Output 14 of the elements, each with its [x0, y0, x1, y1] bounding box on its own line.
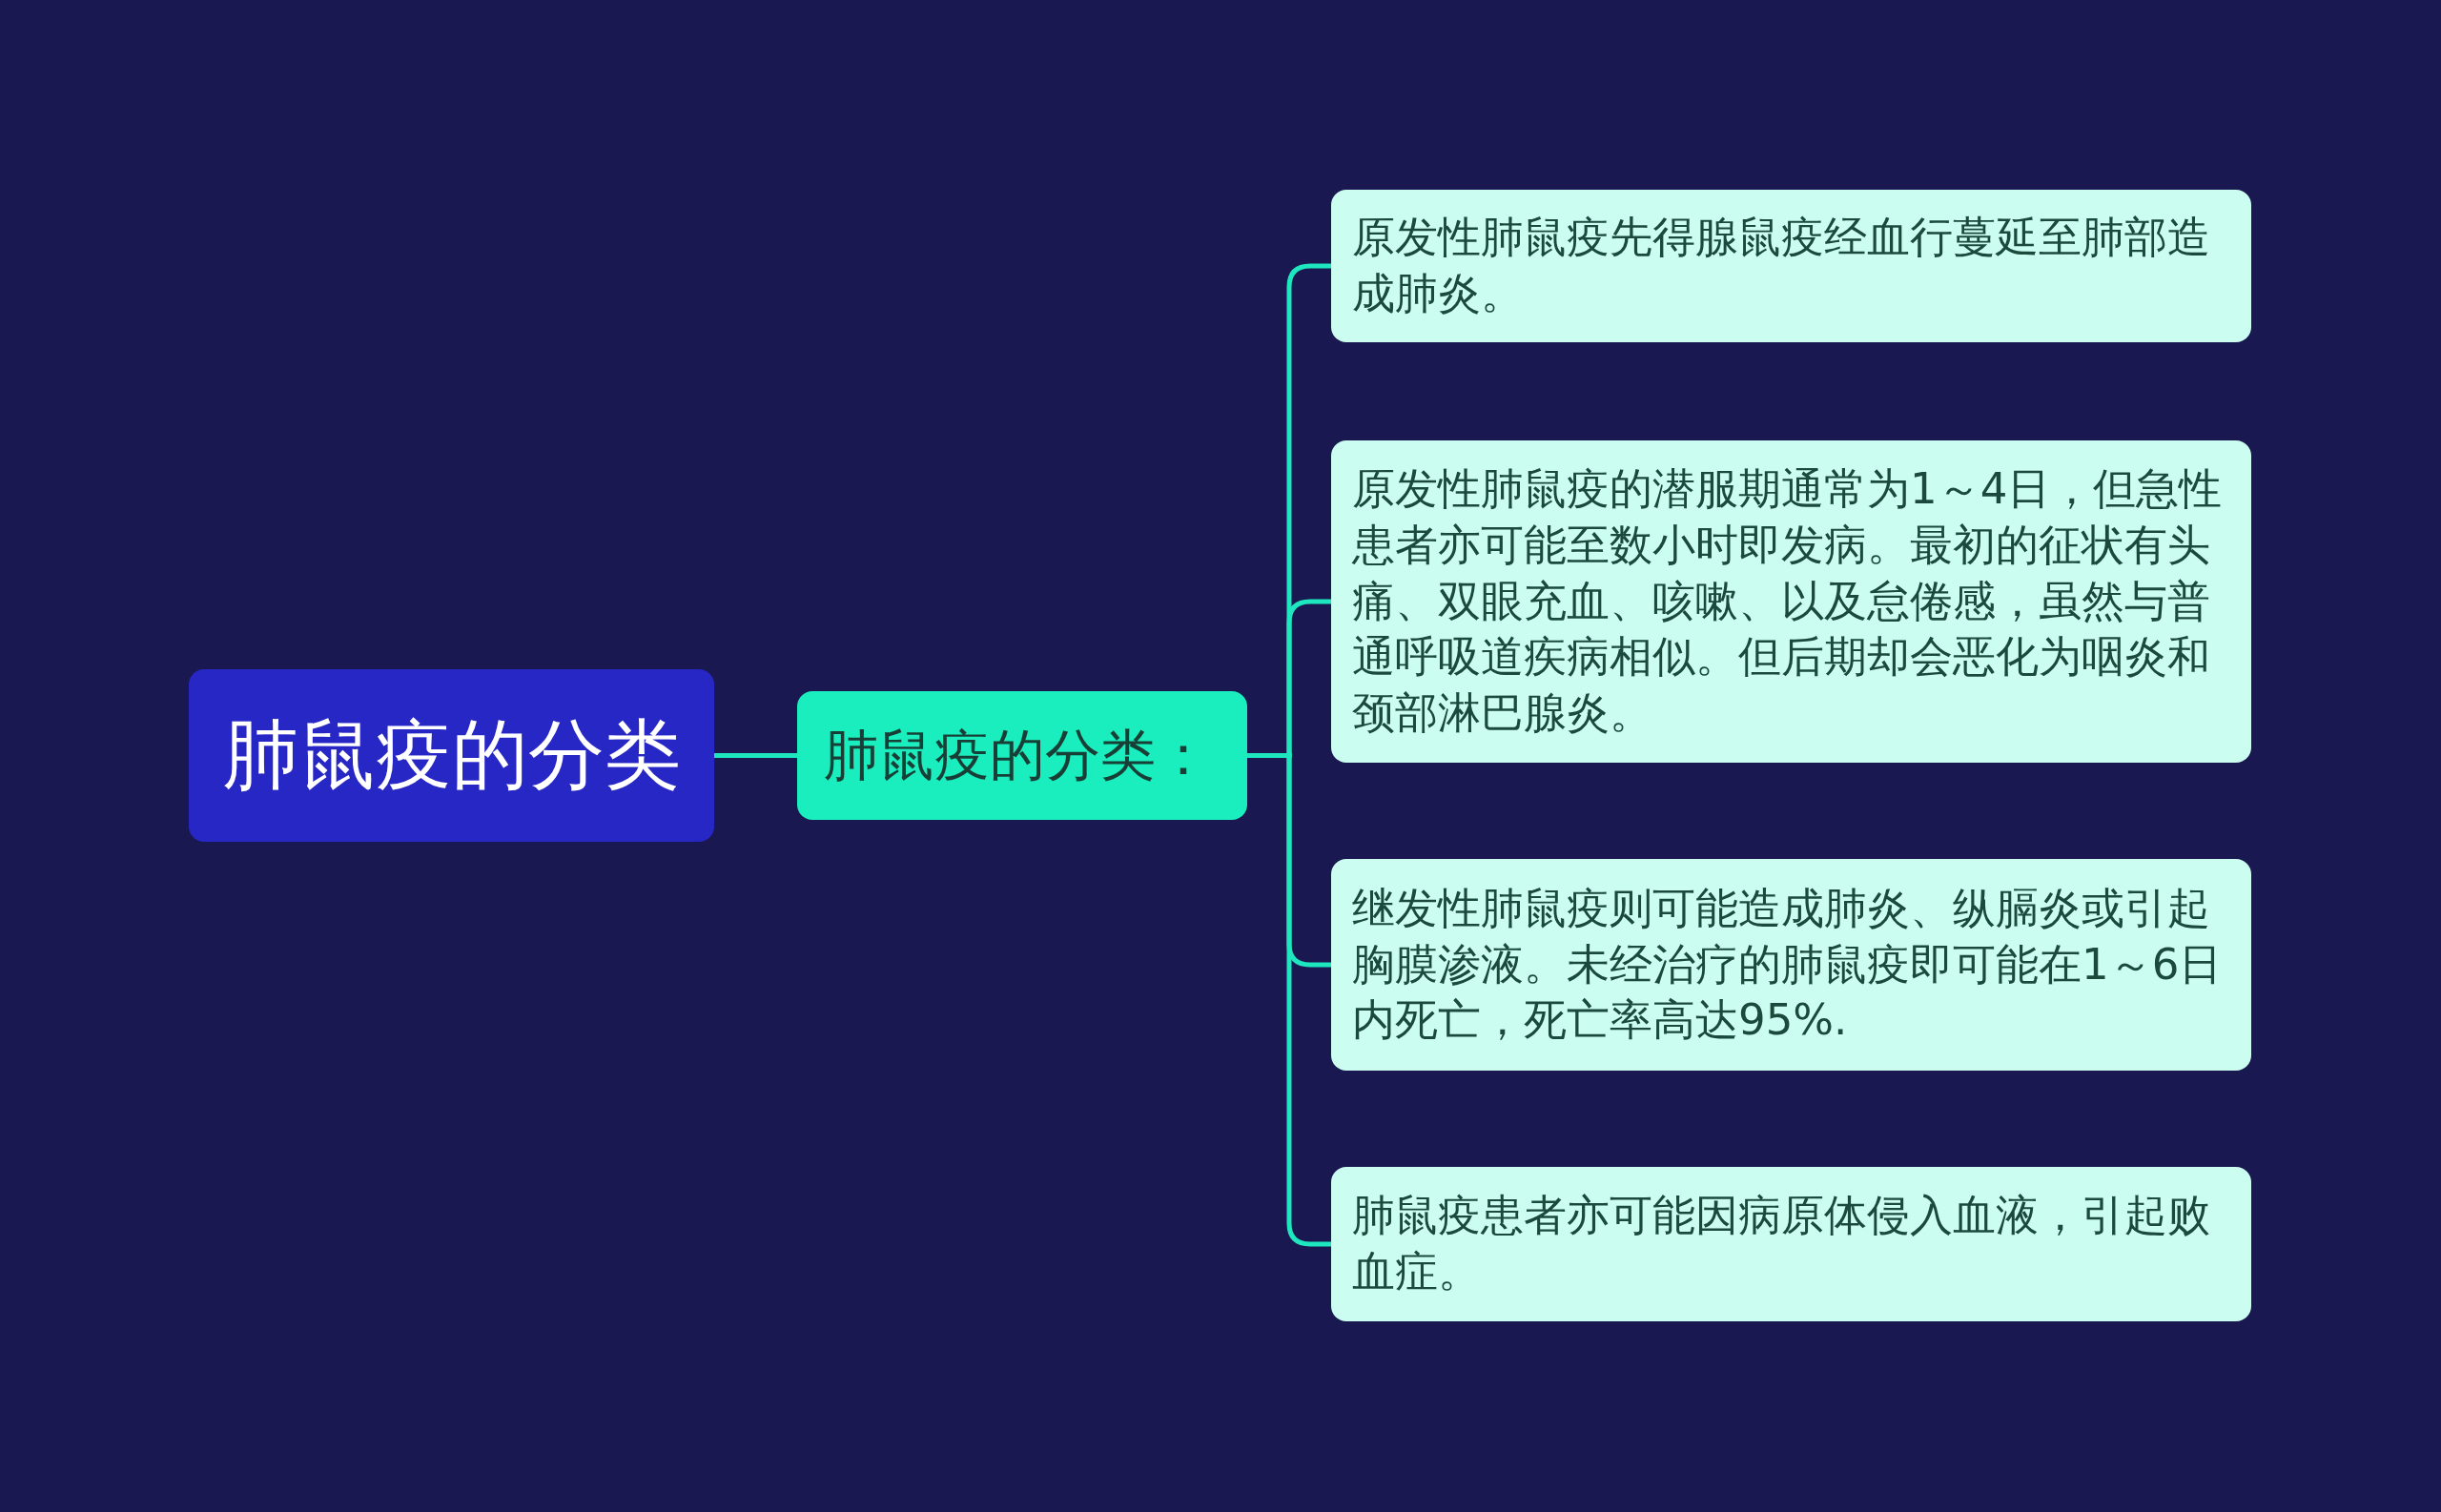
connector-line	[1247, 753, 1331, 1247]
note-box	[1331, 1167, 2251, 1321]
note-box	[1331, 440, 2251, 763]
topic-text: 原发性肺鼠疫的潜服期通常为1～4日，但急性患者亦可能至数小时即发病。最初的征状有头痛、双眼充血、咳嗽、以及怠倦感，虽然与普通呼吸道疾病相似。但后期却会恶化为咽炎和颈部淋巴腺炎。	[1352, 461, 2224, 741]
topic-text: 肺鼠疫的分类	[222, 708, 681, 801]
topic-box	[797, 691, 1247, 820]
topic-text: 肺鼠疫的分类：	[824, 721, 1211, 789]
topic-text: 原发性肺鼠疫先得腺鼠疫经血行蔓延至肺部造成肺炎。	[1352, 211, 2211, 320]
topic-text: 肺鼠疫患者亦可能因病原体侵入血液，引起败血症。	[1352, 1189, 2211, 1298]
connector-line	[714, 753, 797, 758]
note-box	[1331, 190, 2251, 342]
topic-text: 继发性肺鼠疫则可能造成肺炎、纵膈炎或引起胸膜渗液。未经治疗的肺鼠疫即可能在1～6日内死亡，死亡率高达95%.	[1352, 881, 2224, 1048]
note-box	[1331, 859, 2251, 1071]
root-box	[189, 669, 714, 842]
